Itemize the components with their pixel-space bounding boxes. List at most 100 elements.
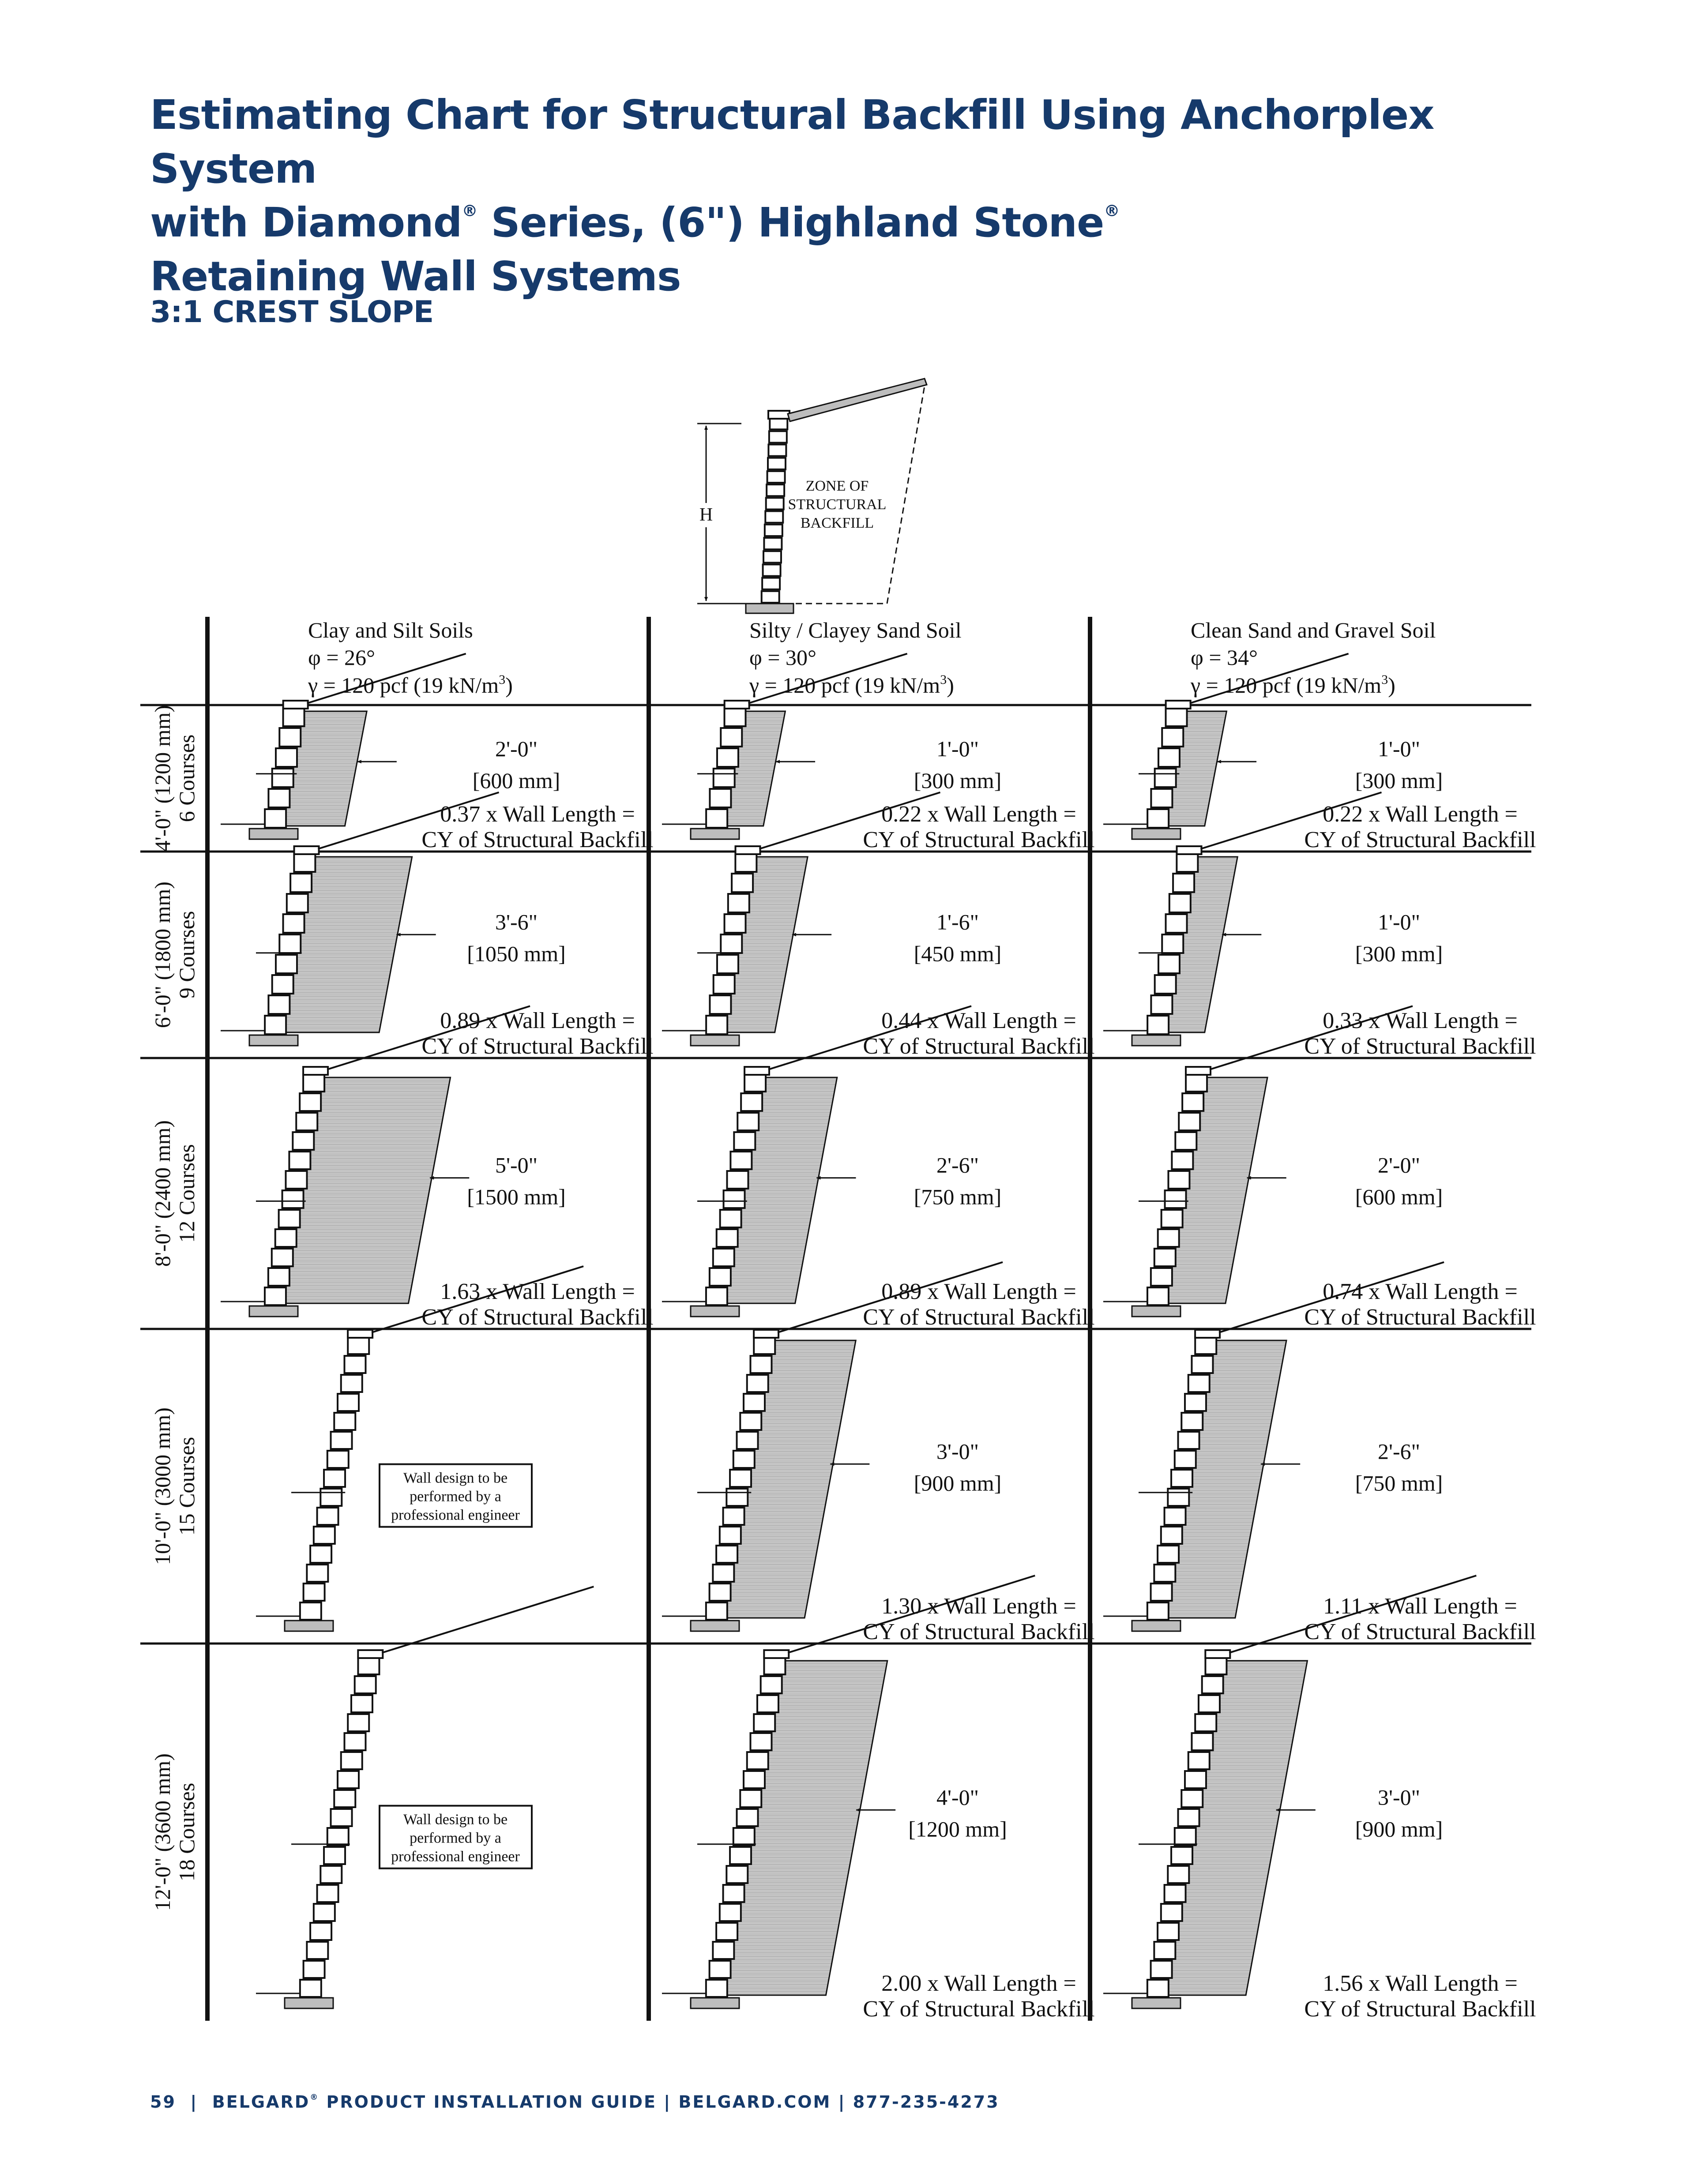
- wall-block: [727, 893, 750, 913]
- wall-block: [1163, 1507, 1187, 1526]
- wall-block: [337, 1393, 360, 1412]
- wall-cap: [282, 700, 309, 709]
- wall-block: [732, 1450, 756, 1469]
- chart-cell: 1'-0"[300 mm]0.33 x Wall Length =CY of S…: [1103, 791, 1536, 1059]
- crest-slope-line: [327, 1005, 530, 1070]
- dimension-mm-label: [450 mm]: [914, 941, 1002, 966]
- dimension-mm-label: [600 mm]: [1355, 1185, 1443, 1209]
- wall-block: [299, 1602, 322, 1621]
- wall-cap: [1165, 700, 1192, 709]
- wall-block: [271, 1248, 294, 1267]
- wall-block: [726, 1865, 749, 1884]
- crest-slope-line: [777, 1261, 1003, 1333]
- wall-block: [708, 1960, 732, 1979]
- backfill-factor: 0.44 x Wall Length =: [881, 1008, 1076, 1033]
- wall-block: [726, 1488, 749, 1507]
- title-line-2b: Series, (6") Highland Stone: [477, 199, 1104, 246]
- leveling-pad: [1131, 828, 1181, 840]
- footer-brand: BELGARD: [212, 2092, 310, 2112]
- wall-block: [1177, 1431, 1200, 1450]
- wall-block: [739, 1412, 763, 1431]
- row-label-height: 10'-0" (3000 mm): [150, 1407, 175, 1565]
- wall-block: [1146, 1979, 1169, 1998]
- wall-block: [309, 1922, 333, 1941]
- leveling-pad: [1131, 1997, 1181, 2009]
- wall-block: [286, 893, 309, 913]
- wall-block: [1161, 934, 1184, 954]
- wall-block: [1194, 1713, 1218, 1732]
- backfill-unit: CY of Structural Backfill: [1304, 827, 1536, 852]
- wall-block: [278, 727, 302, 747]
- backfill-unit: CY of Structural Backfill: [863, 1034, 1094, 1059]
- footer-guide: PRODUCT INSTALLATION GUIDE: [319, 2092, 657, 2112]
- title-line-2: with Diamond® Series, (6") Highland Ston…: [150, 196, 1562, 250]
- dimension-mm-label: [750 mm]: [1355, 1471, 1443, 1495]
- row-label-height: 6'-0" (1800 mm): [150, 882, 175, 1028]
- wall-block: [764, 510, 784, 524]
- wall-block: [1147, 1015, 1170, 1035]
- wall-block: [705, 1979, 728, 1998]
- wall-block: [729, 1846, 752, 1865]
- key-zone-label: STRUCTURAL: [788, 496, 887, 513]
- wall-block: [715, 1228, 739, 1248]
- wall-block: [1176, 852, 1199, 873]
- wall-block: [274, 1228, 297, 1248]
- engineer-note-box: [379, 1463, 533, 1528]
- wall-block: [281, 1190, 305, 1209]
- wall-block: [312, 1526, 336, 1545]
- wall-block: [316, 1507, 339, 1526]
- footer-separator: |: [664, 2092, 672, 2112]
- wall-cap: [347, 1329, 374, 1339]
- wall-block: [323, 1846, 346, 1865]
- wall-block: [761, 577, 781, 590]
- wall-block: [267, 994, 291, 1015]
- wall-block: [1168, 893, 1192, 913]
- leveling-pad: [690, 1305, 740, 1317]
- wall-block: [1170, 1469, 1194, 1488]
- wall-block: [347, 1336, 370, 1355]
- wall-block: [731, 873, 754, 893]
- wall-block: [736, 1431, 759, 1450]
- wall-block: [278, 1209, 301, 1228]
- wall-block: [763, 523, 783, 537]
- wall-block: [1174, 1131, 1198, 1151]
- wall-block: [330, 1431, 353, 1450]
- leveling-pad: [690, 1997, 740, 2009]
- backfill-factor: 1.30 x Wall Length =: [881, 1594, 1076, 1619]
- crest-slope-line: [317, 791, 500, 850]
- wall-block: [722, 1884, 745, 1903]
- dimension-mm-label: [300 mm]: [1355, 768, 1443, 793]
- backfill-factor: 0.89 x Wall Length =: [881, 1279, 1076, 1304]
- wall-cap: [293, 845, 320, 855]
- key-leveling-pad: [745, 603, 794, 614]
- wall-block: [1194, 1336, 1218, 1355]
- wall-block: [1153, 1941, 1177, 1960]
- wall-block: [285, 1170, 308, 1190]
- wall-block: [716, 747, 739, 768]
- wall-block: [1153, 1248, 1177, 1267]
- wall-block: [718, 1526, 742, 1545]
- dimension-label: 2'-6": [1378, 1439, 1420, 1464]
- wall-block: [312, 1903, 336, 1922]
- footer-separator: |: [838, 2092, 846, 2112]
- wall-block: [267, 1267, 290, 1287]
- dimension-mm-label: [300 mm]: [1355, 941, 1443, 966]
- wall-block: [1160, 1526, 1183, 1545]
- wall-block: [768, 430, 788, 444]
- wall-block: [293, 852, 316, 873]
- wall-block: [309, 1545, 333, 1564]
- backfill-unit: CY of Structural Backfill: [1304, 1996, 1536, 2022]
- chart-cell: 3'-0"[900 mm]1.56 x Wall Length =CY of S…: [1103, 1575, 1536, 2022]
- backfill-unit: CY of Structural Backfill: [863, 1305, 1094, 1330]
- wall-block: [1173, 1827, 1197, 1846]
- wall-block: [1157, 747, 1180, 768]
- chart-cell: 3'-0"[900 mm]1.30 x Wall Length =CY of S…: [662, 1261, 1095, 1644]
- wall-block: [263, 1287, 287, 1306]
- chart-cell: 4'-0"[1200 mm]2.00 x Wall Length =CY of …: [662, 1575, 1095, 2022]
- wall-block: [278, 934, 302, 954]
- wall-block: [749, 1732, 773, 1751]
- chart-cell: 2'-0"[600 mm]0.74 x Wall Length =CY of S…: [1103, 1005, 1536, 1330]
- wall-block: [720, 727, 743, 747]
